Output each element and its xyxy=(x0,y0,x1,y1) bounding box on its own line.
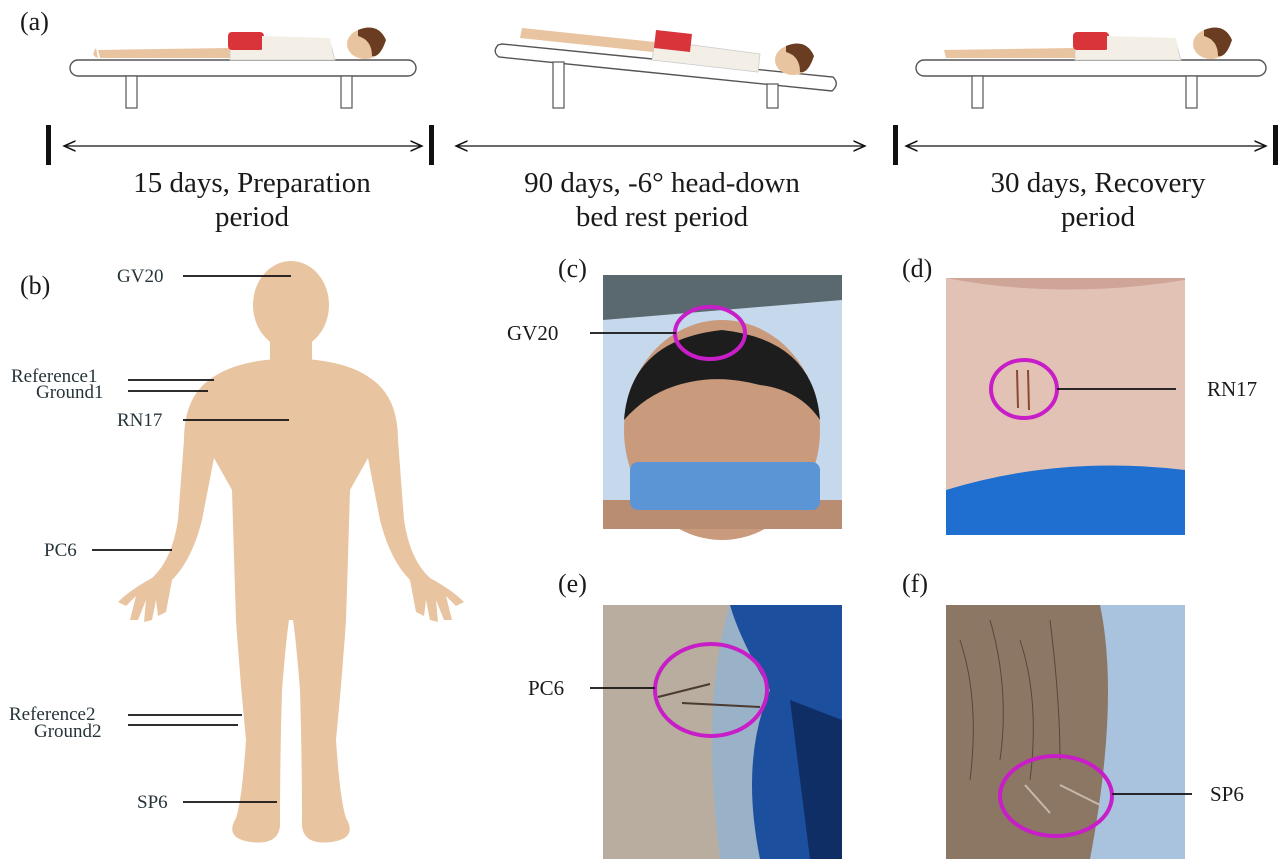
photo-label-sp6: SP6 xyxy=(1210,784,1244,805)
period-preparation: 15 days, Preparation period xyxy=(70,166,434,234)
privacy-bar xyxy=(630,462,820,510)
photo-label-gv20: GV20 xyxy=(507,323,558,344)
bed-tilted xyxy=(495,28,836,108)
body-label-sp6: SP6 xyxy=(137,793,168,812)
period-preparation-line2: period xyxy=(70,200,434,234)
patient-figure-1 xyxy=(93,28,386,60)
body-silhouette xyxy=(118,261,464,843)
patient-figure-3 xyxy=(944,28,1232,60)
body-label-pc6: PC6 xyxy=(44,541,77,560)
panel-label-a: (a) xyxy=(20,9,49,35)
body-label-gv20: GV20 xyxy=(117,267,163,286)
body-label-ground1: Ground1 xyxy=(36,383,104,402)
body-label-ground2: Ground2 xyxy=(34,722,102,741)
period-recovery-line2: period xyxy=(920,200,1276,234)
panel-label-f: (f) xyxy=(902,571,928,597)
photo-label-pc6: PC6 xyxy=(528,678,564,699)
period-recovery: 30 days, Recovery period xyxy=(920,166,1276,234)
period-bedrest-line1: 90 days, -6° head-down xyxy=(456,166,868,200)
period-bedrest-line2: bed rest period xyxy=(456,200,868,234)
photo-head xyxy=(590,275,842,540)
bed-flat-2 xyxy=(916,28,1266,108)
panel-label-e: (e) xyxy=(558,571,587,597)
panel-label-b: (b) xyxy=(20,273,50,299)
panel-label-d: (d) xyxy=(902,256,932,282)
period-preparation-line1: 15 days, Preparation xyxy=(70,166,434,200)
timeline xyxy=(46,125,1278,165)
photo-chest xyxy=(946,278,1185,535)
period-bedrest: 90 days, -6° head-down bed rest period xyxy=(456,166,868,234)
bed-flat-1 xyxy=(70,28,416,108)
photo-forearm xyxy=(590,605,842,859)
photo-leg xyxy=(946,605,1192,859)
panel-label-c: (c) xyxy=(558,256,587,282)
body-label-rn17: RN17 xyxy=(117,411,162,430)
photo-label-rn17: RN17 xyxy=(1207,379,1257,400)
period-recovery-line1: 30 days, Recovery xyxy=(920,166,1276,200)
